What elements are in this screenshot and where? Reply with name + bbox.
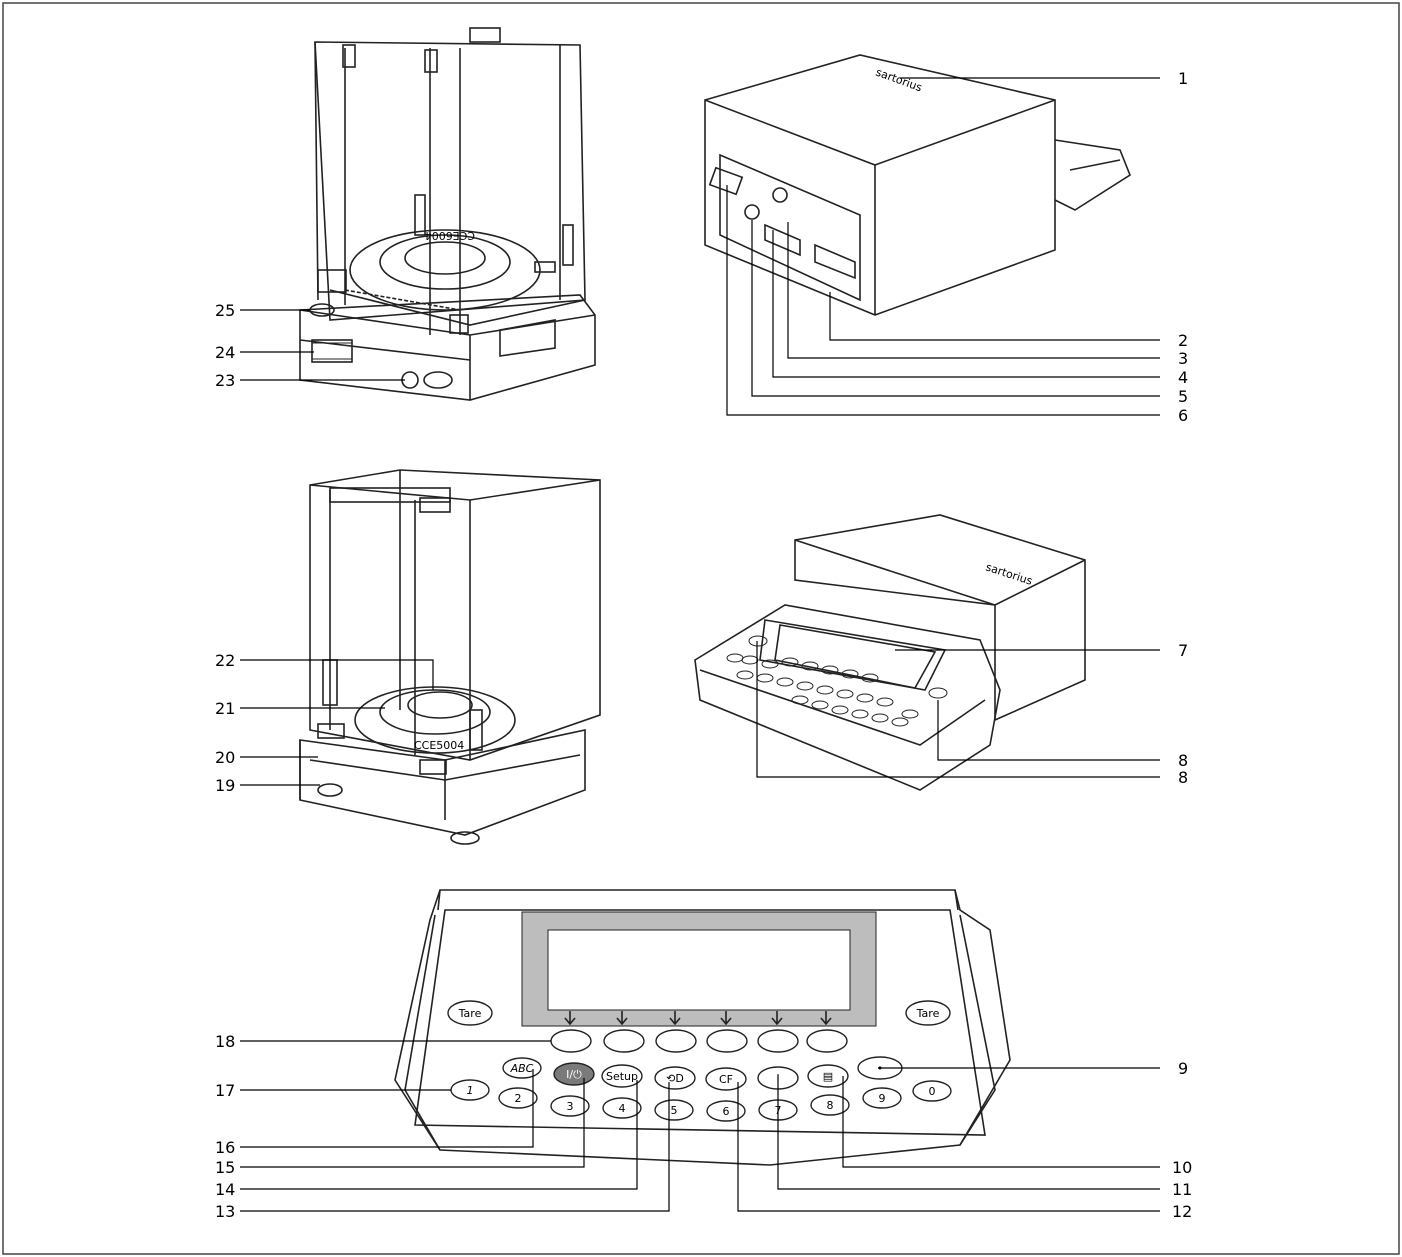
- callout-6: 6: [1178, 406, 1188, 425]
- svg-text:3: 3: [567, 1100, 574, 1113]
- callout-25: 25: [215, 301, 235, 320]
- abc-key[interactable]: ABC: [502, 1057, 542, 1079]
- balance-top-left-illustration: [299, 27, 596, 401]
- callout-numbers: 1 2 3 4 5 6 7 8 8 9 10 11 12 13 14 15 16…: [215, 69, 1192, 1221]
- power-key[interactable]: I/⏻: [553, 1062, 595, 1086]
- callout-22: 22: [215, 651, 235, 670]
- svg-text:9: 9: [879, 1092, 886, 1105]
- callout-20: 20: [215, 748, 235, 767]
- svg-text:8: 8: [827, 1099, 834, 1112]
- callout-13: 13: [215, 1202, 235, 1221]
- callout-2: 2: [1178, 331, 1188, 350]
- digit-key-1[interactable]: 1: [450, 1079, 490, 1101]
- svg-text:1: 1: [467, 1084, 474, 1097]
- brand-back: sartorius: [874, 66, 924, 95]
- callout-21: 21: [215, 699, 235, 718]
- leader-lines: [240, 77, 1160, 1212]
- callout-12: 12: [1172, 1202, 1192, 1221]
- balance-middle-left-illustration: [299, 469, 601, 845]
- callout-17: 17: [215, 1081, 235, 1100]
- callout-1: 1: [1178, 69, 1188, 88]
- cf-key[interactable]: CF: [705, 1067, 747, 1091]
- callout-23: 23: [215, 371, 235, 390]
- callout-14: 14: [215, 1180, 235, 1199]
- digit-key-3[interactable]: 3: [550, 1095, 590, 1117]
- setup-key[interactable]: Setup: [601, 1064, 643, 1088]
- digit-key-8[interactable]: 8: [810, 1094, 850, 1116]
- softkeys: [550, 1029, 848, 1053]
- callout-3: 3: [1178, 349, 1188, 368]
- svg-text:▤: ▤: [823, 1070, 833, 1083]
- svg-text:Setup: Setup: [606, 1070, 638, 1083]
- callout-9: 9: [1178, 1059, 1188, 1078]
- callout-15: 15: [215, 1158, 235, 1177]
- isocal-key[interactable]: ⟲D: [654, 1066, 696, 1090]
- digit-key-4[interactable]: 4: [602, 1097, 642, 1119]
- model-label-top: CCE6004: [425, 229, 475, 242]
- brand-front: sartorius: [984, 560, 1034, 587]
- svg-text:6: 6: [723, 1105, 730, 1118]
- control-panel-outline: [394, 889, 1011, 1166]
- callout-8a: 8: [1178, 751, 1188, 770]
- callout-5: 5: [1178, 387, 1188, 406]
- display-screen: [547, 929, 851, 1011]
- callout-18: 18: [215, 1032, 235, 1051]
- callout-16: 16: [215, 1138, 235, 1157]
- digit-key-0[interactable]: 0: [912, 1080, 952, 1102]
- print-key[interactable]: ▤: [807, 1064, 849, 1088]
- svg-text:⟲D: ⟲D: [666, 1072, 684, 1085]
- svg-text:4: 4: [619, 1102, 626, 1115]
- svg-text:Tare: Tare: [916, 1007, 940, 1020]
- digit-key-6[interactable]: 6: [706, 1100, 746, 1122]
- digit-key-5[interactable]: 5: [654, 1099, 694, 1121]
- tare-right-key[interactable]: Tare: [905, 1000, 951, 1026]
- digit-key-2[interactable]: 2: [498, 1087, 538, 1109]
- callout-7: 7: [1178, 641, 1188, 660]
- callout-10: 10: [1172, 1158, 1192, 1177]
- svg-text:5: 5: [671, 1104, 678, 1117]
- callout-11: 11: [1172, 1180, 1192, 1199]
- small-keypad-keys: [726, 635, 948, 727]
- tare-left-key[interactable]: Tare: [447, 1000, 493, 1026]
- svg-text:0: 0: [929, 1085, 936, 1098]
- svg-text:CF: CF: [719, 1073, 733, 1086]
- callout-19: 19: [215, 776, 235, 795]
- callout-4: 4: [1178, 368, 1188, 387]
- digit-key-9[interactable]: 9: [862, 1087, 902, 1109]
- svg-text:I/⏻: I/⏻: [566, 1068, 582, 1081]
- balance-with-display-illustration: [694, 514, 1086, 791]
- callout-24: 24: [215, 343, 235, 362]
- model-label-bottom: CCE5004: [414, 739, 464, 752]
- softkey-arrows: [564, 1011, 832, 1026]
- callout-8b: 8: [1178, 768, 1188, 787]
- svg-text:2: 2: [515, 1092, 522, 1105]
- svg-text:ABC: ABC: [510, 1062, 534, 1075]
- svg-text:Tare: Tare: [458, 1007, 482, 1020]
- balance-back-illustration: [704, 54, 1131, 316]
